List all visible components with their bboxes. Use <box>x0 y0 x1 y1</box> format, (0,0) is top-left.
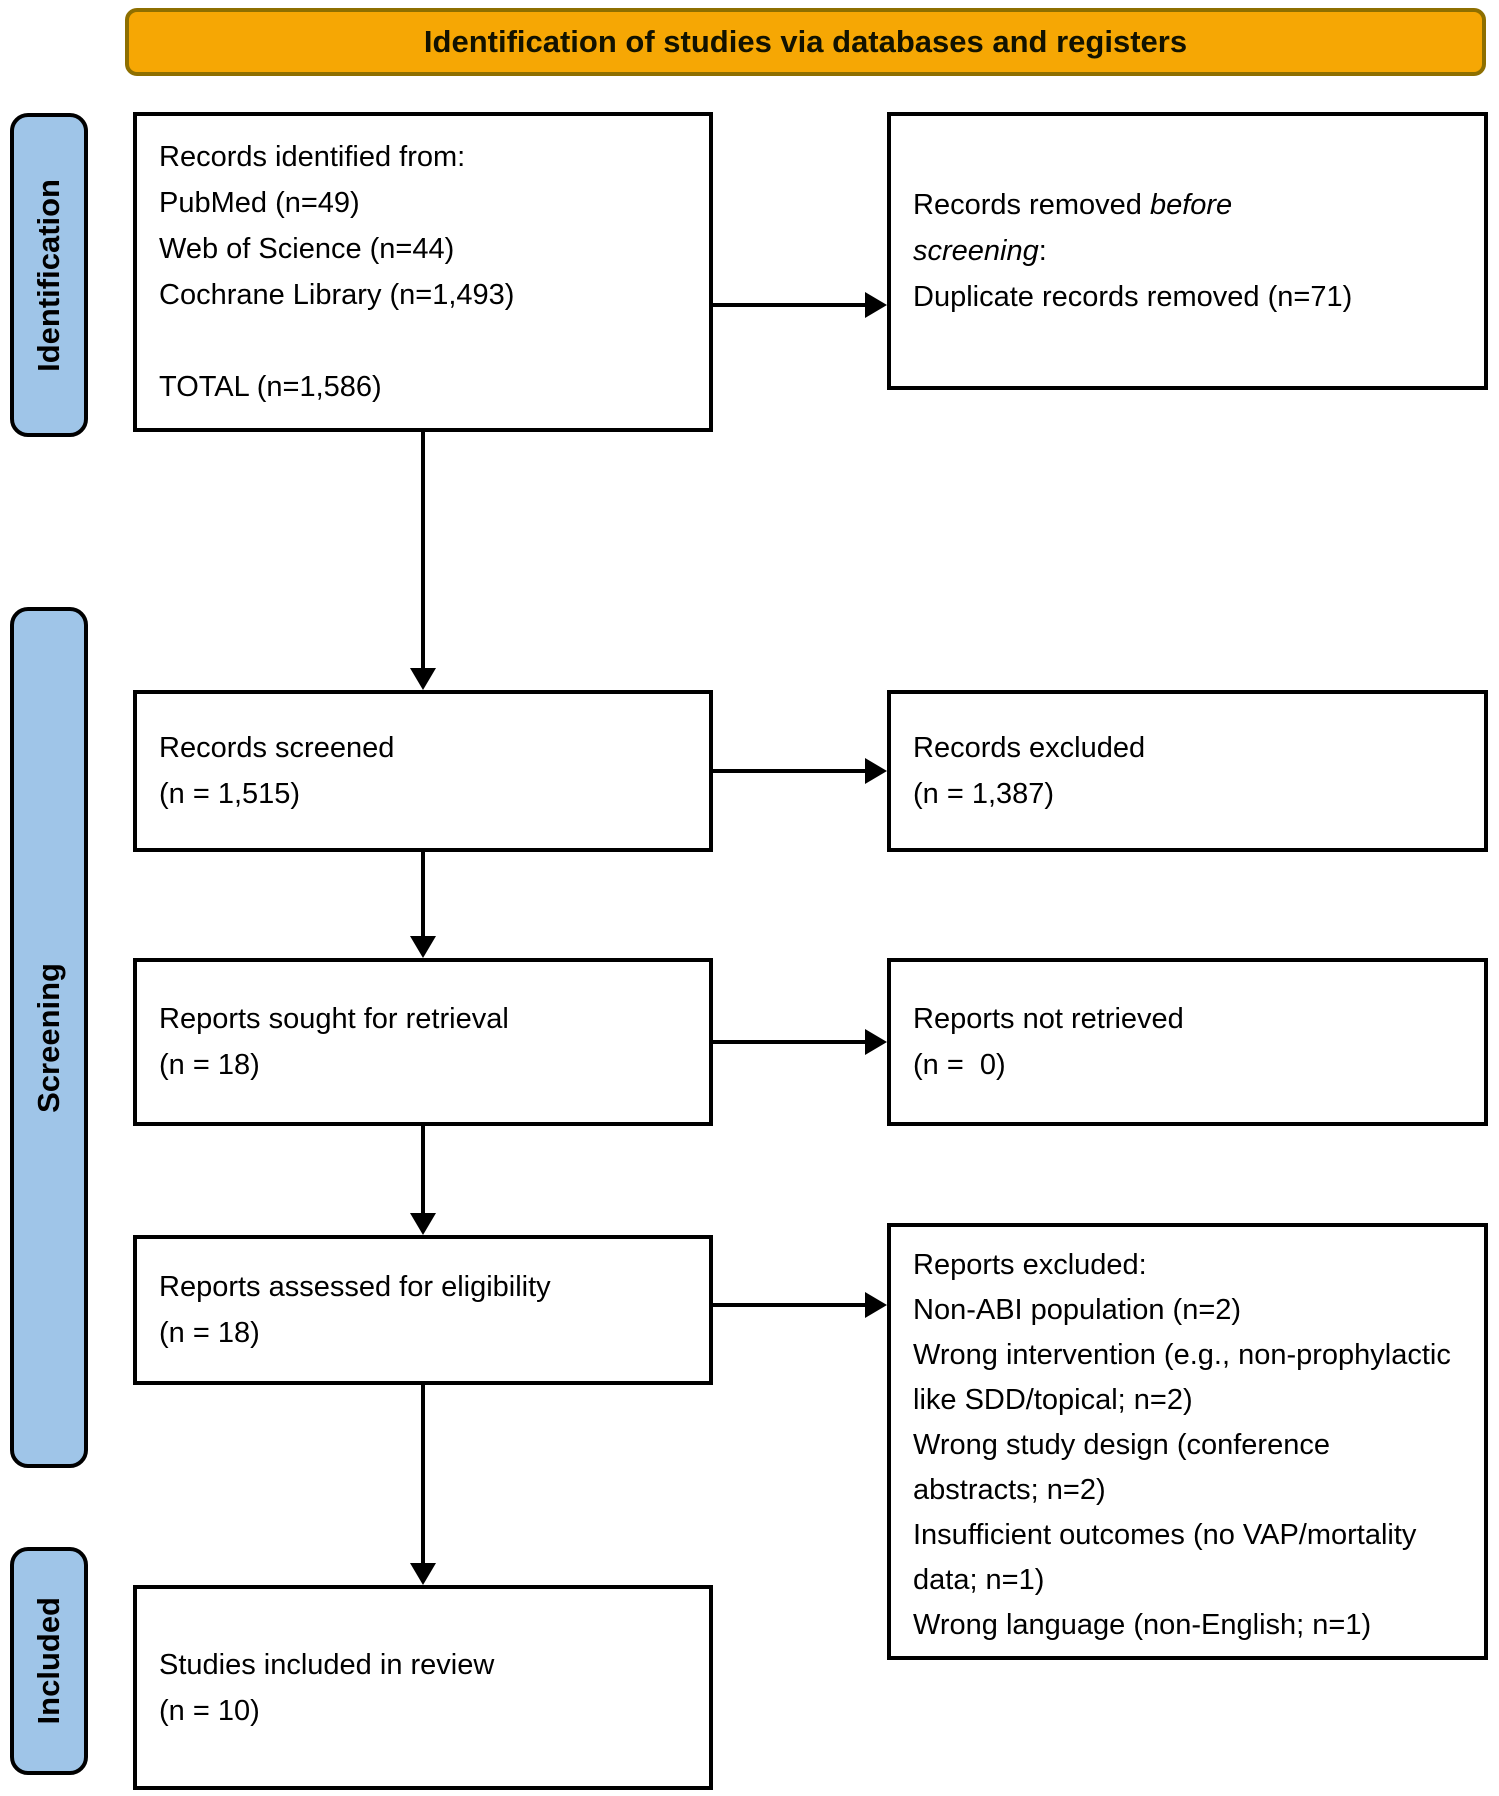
records-identified-line: PubMed (n=49) <box>159 187 360 219</box>
exclusion-reason: Insufficient outcomes (no VAP/mortality … <box>913 1519 1425 1596</box>
records-identified-spacer <box>159 318 681 364</box>
arrow-head-down-icon <box>410 1563 436 1585</box>
title-banner: Identification of studies via databases … <box>125 8 1486 76</box>
arrow-shaft <box>421 1126 425 1217</box>
reports-not-retrieved-label: Reports not retrieved <box>913 1003 1184 1035</box>
records-identified-line: Web of Science (n=44) <box>159 233 455 265</box>
arrow-shaft <box>713 1040 869 1044</box>
records-identified-line: Records identified from: <box>159 141 466 173</box>
arrow-head-down-icon <box>410 1213 436 1235</box>
exclusion-reason: Wrong language (non-English; n=1) <box>913 1609 1372 1641</box>
arrow-shaft <box>713 303 869 307</box>
records-removed-line-2: screening: <box>913 228 1456 274</box>
records-removed-prefix: Records removed <box>913 189 1150 221</box>
arrow-head-right-icon <box>865 292 887 318</box>
reports-excluded-title: Reports excluded: <box>913 1249 1147 1281</box>
records-removed-line-1: Records removed before <box>913 182 1456 228</box>
arrow-down-sought-to-assessed <box>410 1126 436 1235</box>
records-excluded-label: Records excluded <box>913 732 1146 764</box>
arrow-down-screened-to-sought <box>410 852 436 958</box>
box-reports-excluded-reasons: Reports excluded: Non-ABI population (n=… <box>887 1223 1488 1660</box>
stage-screening: Screening <box>10 607 88 1468</box>
records-excluded-count: (n = 1,387) <box>913 778 1055 810</box>
reports-assessed-count: (n = 18) <box>159 1317 260 1349</box>
stage-included: Included <box>10 1547 88 1775</box>
studies-included-count: (n = 10) <box>159 1694 260 1727</box>
records-removed-line-3: Duplicate records removed (n=71) <box>913 281 1353 313</box>
arrow-right-assessed-to-reasons <box>713 1292 887 1318</box>
exclusion-reason: Non-ABI population (n=2) <box>913 1294 1242 1326</box>
reports-not-retrieved-count: (n = 0) <box>913 1049 1006 1081</box>
box-studies-included: Studies included in review (n = 10) <box>133 1585 713 1790</box>
box-records-removed: Records removed before screening: Duplic… <box>887 112 1488 390</box>
box-reports-assessed: Reports assessed for eligibility (n = 18… <box>133 1235 713 1385</box>
stage-included-label: Included <box>31 1597 66 1725</box>
arrow-right-sought-to-not-retrieved <box>713 1029 887 1055</box>
reports-assessed-label: Reports assessed for eligibility <box>159 1271 551 1303</box>
box-records-identified: Records identified from: PubMed (n=49) W… <box>133 112 713 432</box>
reports-sought-count: (n = 18) <box>159 1049 260 1081</box>
title-banner-text: Identification of studies via databases … <box>423 24 1188 59</box>
arrow-head-right-icon <box>865 758 887 784</box>
exclusion-reason: Wrong study design (conference abstracts… <box>913 1429 1339 1506</box>
arrow-right-screened-to-excluded <box>713 758 887 784</box>
stage-identification: Identification <box>10 113 88 437</box>
reports-sought-label: Reports sought for retrieval <box>159 1003 509 1035</box>
arrow-shaft <box>713 1303 869 1307</box>
arrow-head-right-icon <box>865 1029 887 1055</box>
box-reports-not-retrieved: Reports not retrieved (n = 0) <box>887 958 1488 1126</box>
box-records-excluded: Records excluded (n = 1,387) <box>887 690 1488 852</box>
arrow-shaft <box>421 852 425 940</box>
stage-screening-label: Screening <box>31 962 66 1113</box>
records-screened-count: (n = 1,515) <box>159 778 301 810</box>
records-screened-label: Records screened <box>159 732 395 764</box>
exclusion-reason: Wrong intervention (e.g., non-prophylact… <box>913 1339 1459 1416</box>
arrow-head-right-icon <box>865 1292 887 1318</box>
arrow-head-down-icon <box>410 936 436 958</box>
records-removed-italic-before: before <box>1149 189 1233 221</box>
records-removed-colon: : <box>1038 235 1047 267</box>
arrow-shaft <box>713 769 869 773</box>
records-identified-total: TOTAL (n=1,586) <box>159 371 382 403</box>
stage-identification-label: Identification <box>31 178 66 372</box>
records-removed-italic-screening: screening <box>913 235 1039 267</box>
studies-included-label: Studies included in review <box>159 1648 495 1681</box>
arrow-shaft <box>421 1385 425 1567</box>
box-reports-sought: Reports sought for retrieval (n = 18) <box>133 958 713 1126</box>
records-identified-line: Cochrane Library (n=1,493) <box>159 279 515 311</box>
arrow-shaft <box>421 432 425 672</box>
arrow-down-identified-to-screened <box>410 432 436 690</box>
arrow-down-assessed-to-included <box>410 1385 436 1585</box>
arrow-right-identified-to-removed <box>713 292 887 318</box>
arrow-head-down-icon <box>410 668 436 690</box>
box-records-screened: Records screened (n = 1,515) <box>133 690 713 852</box>
